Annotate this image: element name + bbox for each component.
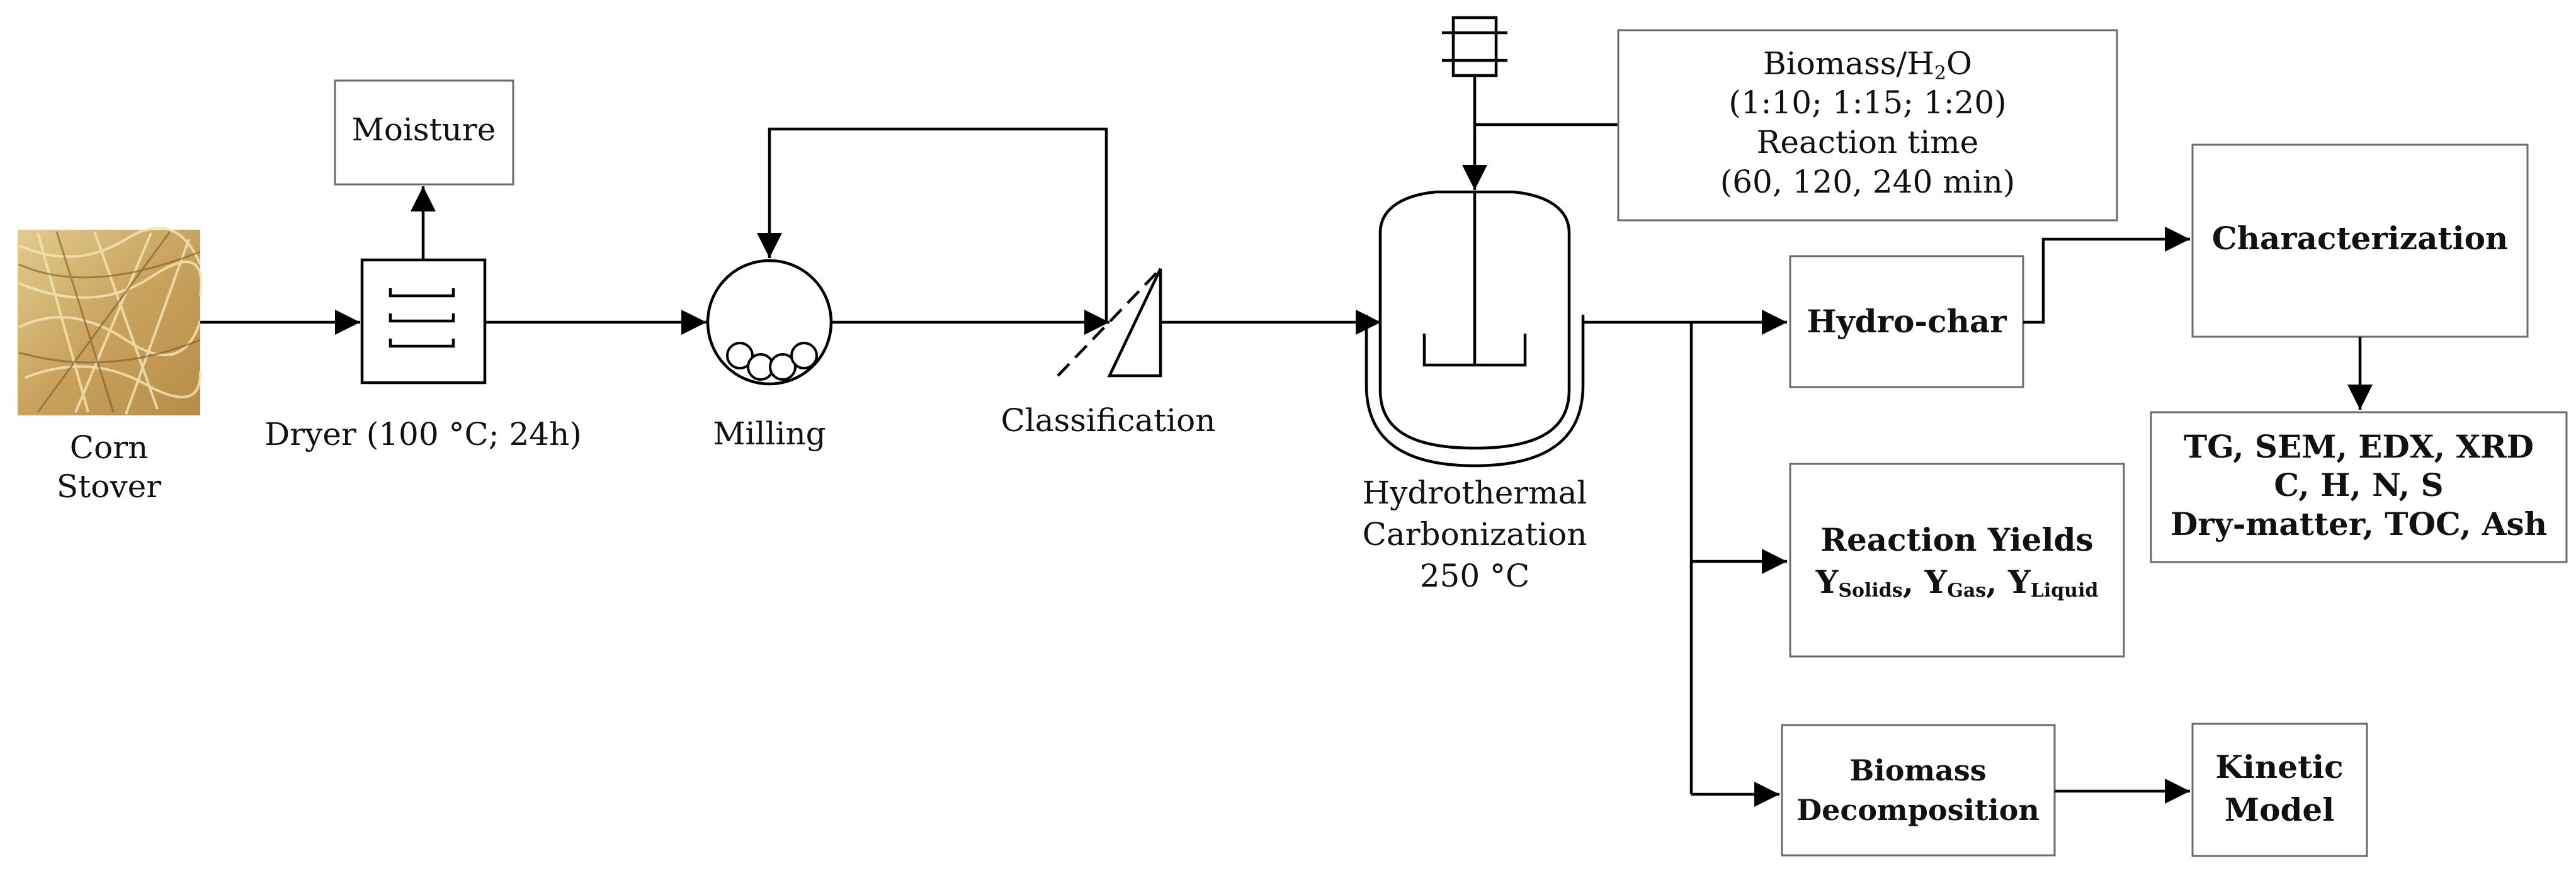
conditions-line3: Reaction time (1757, 124, 1978, 160)
kinetic-line2: Model (2225, 791, 2334, 828)
arrow-hydrochar-to-characterization (2023, 227, 2190, 324)
analyses-box (2150, 411, 2568, 563)
hydrothermal-reactor (1365, 16, 1585, 468)
analyses-line1: TG, SEM, EDX, XRD (2184, 428, 2534, 465)
milling-label: Milling (713, 415, 826, 452)
corn-stover-photo (18, 227, 203, 415)
moisture-box (334, 79, 514, 186)
classification-label: Classification (1001, 402, 1216, 439)
kinetic-line1: Kinetic (2215, 748, 2343, 785)
ball-mill (706, 259, 833, 386)
decomposition-line2: Decomposition (1796, 793, 2040, 827)
decomposition-line1: Biomass (1849, 753, 1986, 787)
yields-title: Reaction Yields (1820, 521, 2093, 558)
yields-values: YSolids, YGas, YLiquid (1815, 563, 2099, 602)
decomposition-box (1781, 724, 2056, 857)
conditions-line2: (1:10; 1:15; 1:20) (1728, 84, 2006, 121)
analyses-line2: C, H, N, S (2274, 466, 2443, 504)
corn-label-line1: Corn (70, 429, 148, 466)
analyses-line3: Dry-matter, TOC, Ash (2170, 505, 2547, 543)
reactor-label-line2: Carbonization (1363, 516, 1587, 553)
hydrochar-label: Hydro-char (1807, 303, 2007, 340)
dryer-unit (360, 258, 487, 385)
hydrochar-box (1789, 255, 2024, 388)
conditions-line4: (60, 120, 240 min) (1720, 164, 2016, 200)
conditions-box (1617, 29, 2118, 222)
dryer-label: Dryer (100 °C; 24h) (264, 416, 582, 453)
reactor-label-line3: 250 °C (1420, 558, 1530, 594)
yields-box (1789, 463, 2125, 658)
moisture-label: Moisture (352, 111, 496, 148)
characterization-label: Characterization (2212, 220, 2509, 257)
reactor-label-line1: Hydrothermal (1363, 475, 1587, 511)
characterization-box (2191, 144, 2529, 338)
kinetic-box (2191, 723, 2368, 857)
conditions-line1: Biomass/H2O (1763, 45, 1972, 84)
recycle-loop-arrow (757, 127, 1108, 322)
corn-label-line2: Stover (57, 468, 161, 505)
